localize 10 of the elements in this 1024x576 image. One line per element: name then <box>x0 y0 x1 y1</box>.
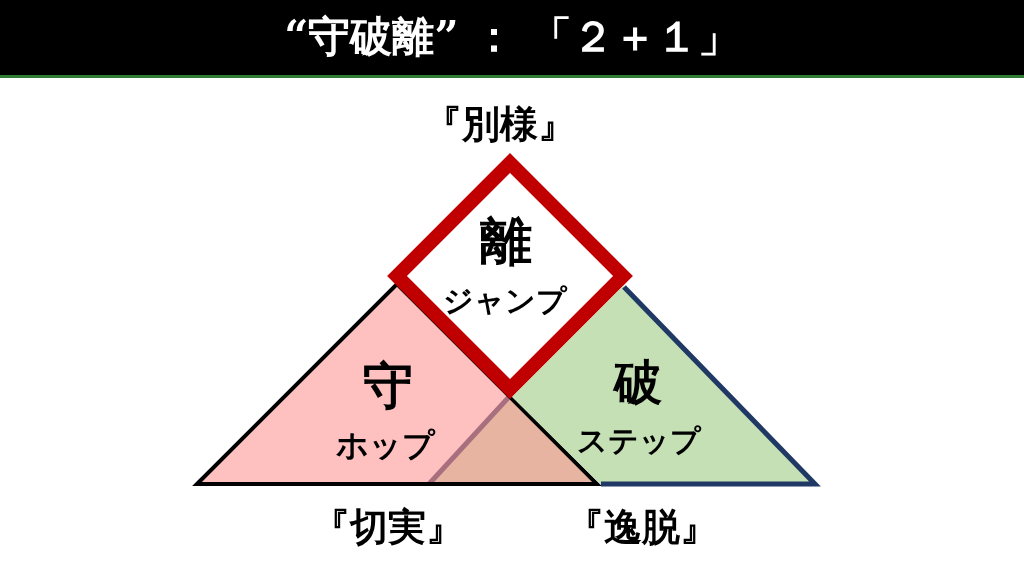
stage-subtitle: ジャンプ <box>443 285 567 317</box>
title-text: “守破離” ： 「２＋１」 <box>284 14 740 61</box>
term-label: 『逸脱』 <box>566 507 718 547</box>
term-label: 『切実』 <box>312 507 464 547</box>
stage-subtitle: ホップ <box>335 429 435 463</box>
term-label: 『別様』 <box>424 104 576 144</box>
stage-title: 破 <box>614 356 662 408</box>
stage-title: 守 <box>363 359 413 413</box>
stage-title: 離 <box>480 213 532 269</box>
stage-subtitle: ステップ <box>577 425 701 457</box>
